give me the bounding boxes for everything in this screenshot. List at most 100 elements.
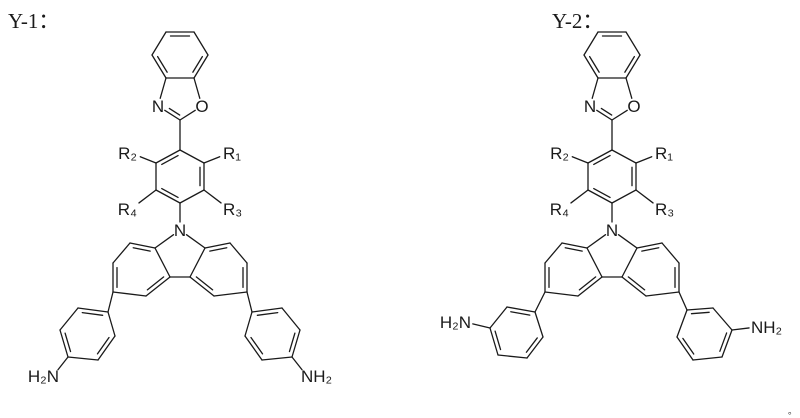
bond <box>506 306 536 313</box>
amine-right-label: NH₂ <box>301 367 332 386</box>
bond <box>107 291 114 313</box>
double-bond-line <box>525 337 538 353</box>
double-bond-line <box>719 332 728 352</box>
bond <box>204 242 231 249</box>
bond <box>57 356 69 371</box>
bond <box>203 156 221 164</box>
bond <box>213 291 248 297</box>
bond <box>544 291 579 297</box>
double-bond-line <box>250 336 264 355</box>
bond <box>193 54 209 79</box>
bond <box>97 335 116 361</box>
double-bond-line <box>132 247 151 252</box>
bond <box>139 156 157 164</box>
bond <box>625 31 641 56</box>
bond <box>625 54 641 79</box>
carbazole-nitrogen-label: N <box>174 221 186 240</box>
amine-left-label: H₂N <box>440 313 471 332</box>
oxygen-label: O <box>627 97 640 116</box>
bond <box>497 354 528 359</box>
footnote-mark: 。 <box>788 406 797 416</box>
bond <box>621 276 647 297</box>
bond <box>617 234 638 249</box>
bond <box>138 189 157 204</box>
bond <box>179 109 196 121</box>
bond <box>611 109 628 121</box>
double-bond-line <box>641 247 660 252</box>
bond <box>107 311 116 337</box>
bond <box>145 276 171 297</box>
bond <box>489 306 508 329</box>
r4-label: R₄ <box>118 200 137 219</box>
bond <box>676 309 688 338</box>
bond <box>571 156 589 164</box>
r3-label: R₃ <box>655 200 674 219</box>
bond <box>611 149 637 164</box>
bond <box>59 307 79 331</box>
double-bond-line <box>209 247 228 252</box>
bond <box>151 31 167 56</box>
double-bond-line <box>64 332 72 353</box>
bond <box>661 242 680 264</box>
bond <box>189 247 206 278</box>
r2-label: R₂ <box>118 144 137 163</box>
bond <box>244 311 253 337</box>
bond <box>596 109 613 121</box>
double-bond-line <box>157 55 168 73</box>
bond <box>203 189 222 204</box>
r3-label: R₃ <box>223 200 242 219</box>
double-bond-line <box>593 187 611 199</box>
double-bond-line <box>624 55 635 73</box>
bond <box>246 291 253 313</box>
double-bond-line <box>600 107 613 116</box>
double-bond-line <box>589 55 600 73</box>
bond <box>544 242 563 264</box>
bond <box>193 77 201 99</box>
bond <box>164 109 181 121</box>
bond <box>154 234 175 249</box>
bond <box>583 31 599 56</box>
double-bond-line <box>690 311 710 315</box>
bond <box>154 247 171 278</box>
bond <box>261 356 293 361</box>
double-bond-line <box>288 332 296 353</box>
bond <box>179 189 205 204</box>
double-bond-line <box>627 276 646 291</box>
bond <box>686 307 714 311</box>
bond <box>189 276 215 297</box>
bond <box>611 189 637 204</box>
double-bond-line <box>195 276 214 291</box>
bond <box>587 149 613 164</box>
bond <box>291 356 303 371</box>
r1-label: R₁ <box>223 144 241 163</box>
double-bond-line <box>192 55 203 73</box>
bond <box>77 307 109 313</box>
bond <box>112 242 131 264</box>
bond <box>281 307 301 331</box>
bond <box>712 307 733 331</box>
bond <box>67 356 99 361</box>
bond <box>625 77 633 99</box>
double-bond-line <box>510 311 531 316</box>
bond <box>472 323 491 329</box>
r1-label: R₁ <box>655 144 673 163</box>
bond <box>678 291 688 311</box>
bond <box>534 311 544 338</box>
amine-left-label: H₂N <box>28 367 59 386</box>
bond <box>244 335 263 361</box>
bond <box>676 336 694 361</box>
bond <box>586 247 603 278</box>
bond <box>129 242 156 249</box>
bond <box>151 54 167 79</box>
bond <box>583 54 599 79</box>
bond <box>621 247 638 278</box>
bond <box>155 189 181 204</box>
bond <box>193 31 209 56</box>
bond <box>577 276 603 297</box>
bond <box>185 234 206 249</box>
bond <box>229 242 248 264</box>
bond <box>587 189 613 204</box>
bond <box>570 189 589 204</box>
